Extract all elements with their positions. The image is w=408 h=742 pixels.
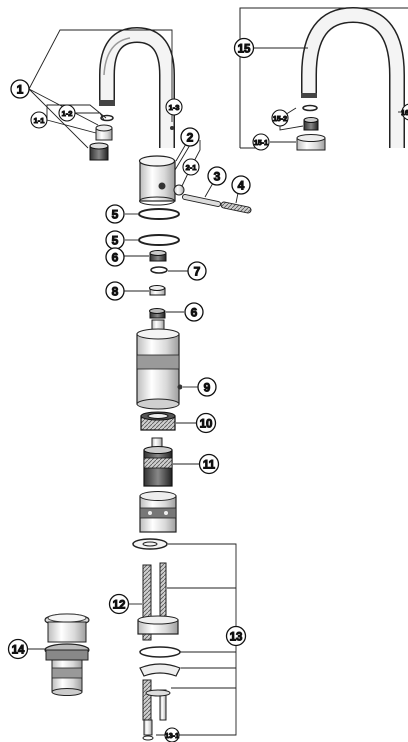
svg-text:1-2: 1-2 [62,109,73,118]
callout-9: 9 [197,377,217,397]
svg-text:7: 7 [194,265,201,279]
svg-text:13-1: 13-1 [165,733,179,740]
svg-text:15: 15 [238,44,251,56]
svg-text:13: 13 [230,632,243,644]
svg-text:3: 3 [214,170,221,184]
spout-ring [100,114,114,122]
svg-text:15-2: 15-2 [273,116,287,123]
svg-text:6: 6 [191,306,198,320]
callout-2: 2 [180,127,200,147]
svg-text:5: 5 [112,208,119,222]
leader-lines [28,29,408,736]
inset-spout [301,6,405,148]
mounting-fork [139,663,181,677]
small-washer [142,735,154,741]
svg-text:14: 14 [12,645,25,657]
set-screw [173,184,185,196]
svg-text:2: 2 [187,131,194,145]
callout-3: 3 [207,166,227,186]
callout-10: 10 [195,412,217,434]
cartridge-sleeve [139,491,177,533]
callout-6-upper: 6 [105,247,125,267]
nut-middle [149,285,166,296]
nut-upper [149,250,167,262]
inset-ring [302,104,318,112]
callouts: 1 1-1 1-2 1-3 2 2-1 3 4 5 5 6 7 8 6 9 10… [7,37,408,742]
spout-screw [170,126,174,130]
callout-1-1: 1-1 [30,111,48,129]
handle-tip [220,201,252,214]
aerator-insert [95,124,113,141]
svg-text:8: 8 [112,285,119,299]
callout-11: 11 [198,453,220,475]
svg-text:16: 16 [401,110,408,117]
nut-lower [149,308,166,319]
svg-text:6: 6 [112,251,119,265]
callout-5-lower: 5 [105,230,125,250]
svg-text:15-1: 15-1 [254,140,268,147]
callout-13: 13 [225,625,247,647]
svg-text:1-1: 1-1 [34,116,45,125]
inset-aerator [303,117,319,131]
gear-ring [140,411,176,431]
svg-text:2-1: 2-1 [186,163,197,172]
popup-drain [44,613,90,696]
svg-text:1: 1 [17,83,24,97]
body-cylinder [138,155,176,206]
o-ring-upper [138,208,180,220]
callout-14: 14 [7,638,29,660]
mounting-washer-1 [139,646,181,658]
callout-1: 1 [10,79,30,99]
mounting-bracket [137,615,179,635]
callout-1-3: 1-3 [165,98,183,116]
callout-12: 12 [108,593,130,615]
svg-text:1-3: 1-3 [169,103,180,112]
cartridge [143,437,173,487]
valve-body [136,319,183,410]
spout [99,26,175,148]
callout-1-2: 1-2 [58,104,76,122]
mounting-nut [145,689,171,697]
o-ring-lower [138,234,180,246]
svg-text:10: 10 [200,419,213,431]
callout-13-1: 13-1 [164,727,180,742]
callout-16-partial: 16 [401,103,408,121]
callout-15: 15 [233,37,255,59]
callout-8: 8 [105,281,125,301]
base-gasket [132,538,168,550]
callout-4: 4 [231,175,251,195]
washer [150,266,168,274]
callout-15-2: 15-2 [271,109,289,127]
callout-6-lower: 6 [184,302,204,322]
aerator-housing [89,142,109,161]
callout-5-upper: 5 [105,204,125,224]
callout-15-1: 15-1 [252,133,270,151]
callout-7: 7 [187,261,207,281]
supply-hoses [142,562,167,736]
svg-text:12: 12 [113,600,126,612]
svg-text:5: 5 [112,234,119,248]
svg-text:9: 9 [204,381,211,395]
svg-text:4: 4 [238,179,245,193]
callout-2-1: 2-1 [182,158,200,176]
handle-rod [182,194,221,207]
inset-aerator-housing [296,134,326,151]
svg-text:11: 11 [203,460,216,472]
